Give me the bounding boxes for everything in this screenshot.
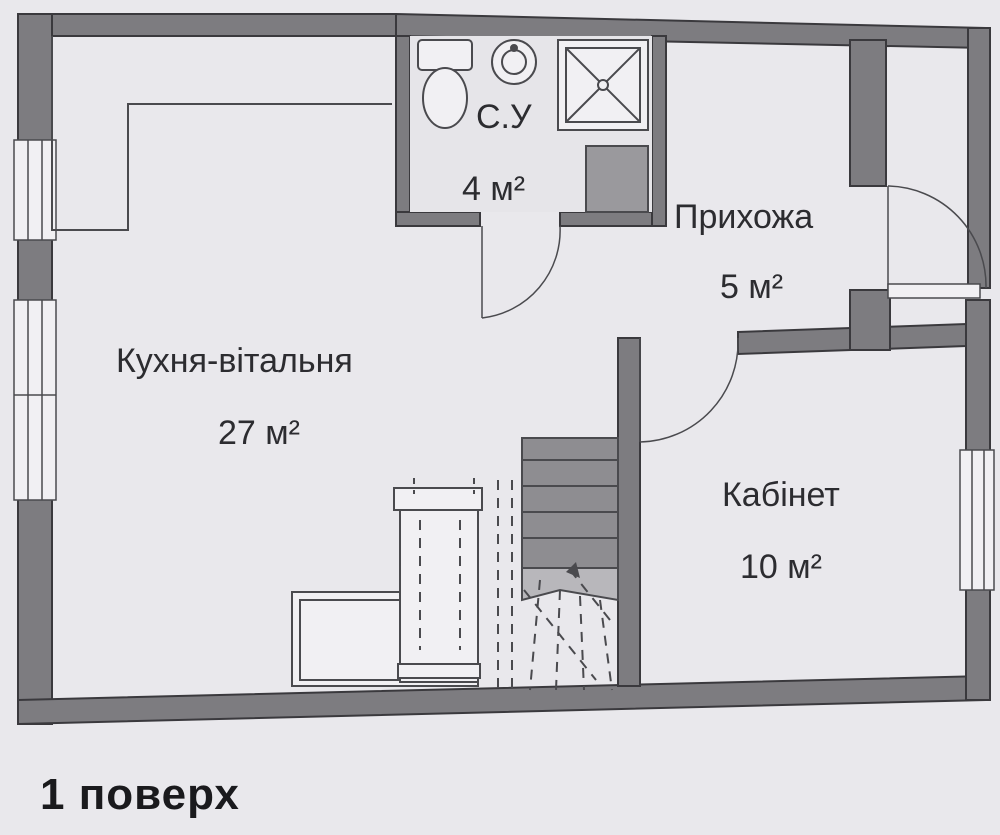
window-left-1: [13, 139, 57, 241]
wall-hall-right: [849, 39, 887, 187]
office-area: 10 м²: [740, 548, 822, 586]
bathroom-area: 4 м²: [462, 170, 525, 208]
kitchen-living-name: Кухня-вітальня: [116, 342, 353, 380]
washing-machine: [585, 145, 649, 213]
kitchen-counter: [51, 36, 392, 231]
doors: [481, 185, 987, 443]
wall-bath-bottom-right: [559, 211, 665, 227]
toilet: [417, 39, 473, 129]
bathroom-name: С.У: [476, 98, 532, 136]
stairs: [521, 437, 619, 602]
hallway-name: Прихожа: [674, 198, 813, 236]
windows: [13, 139, 995, 591]
wall-bath-left: [395, 35, 411, 227]
stairs-dashed: [497, 480, 613, 691]
sink: [491, 39, 537, 85]
wall-bath-right: [651, 35, 667, 227]
floor-label: 1 поверх: [40, 770, 240, 819]
dining-table: [393, 478, 483, 679]
window-right: [959, 449, 995, 591]
shower: [557, 39, 649, 131]
wall-office-left: [617, 337, 641, 687]
kitchen-living-area: 27 м²: [218, 414, 300, 452]
stairs-arrow: [566, 562, 580, 578]
window-left-2: [13, 299, 57, 501]
wall-bath-bottom-left: [395, 211, 481, 227]
office-name: Кабінет: [722, 476, 840, 514]
wall-hall-pillar: [849, 289, 891, 351]
hallway-area: 5 м²: [720, 268, 783, 306]
wall-top-left: [17, 13, 397, 37]
